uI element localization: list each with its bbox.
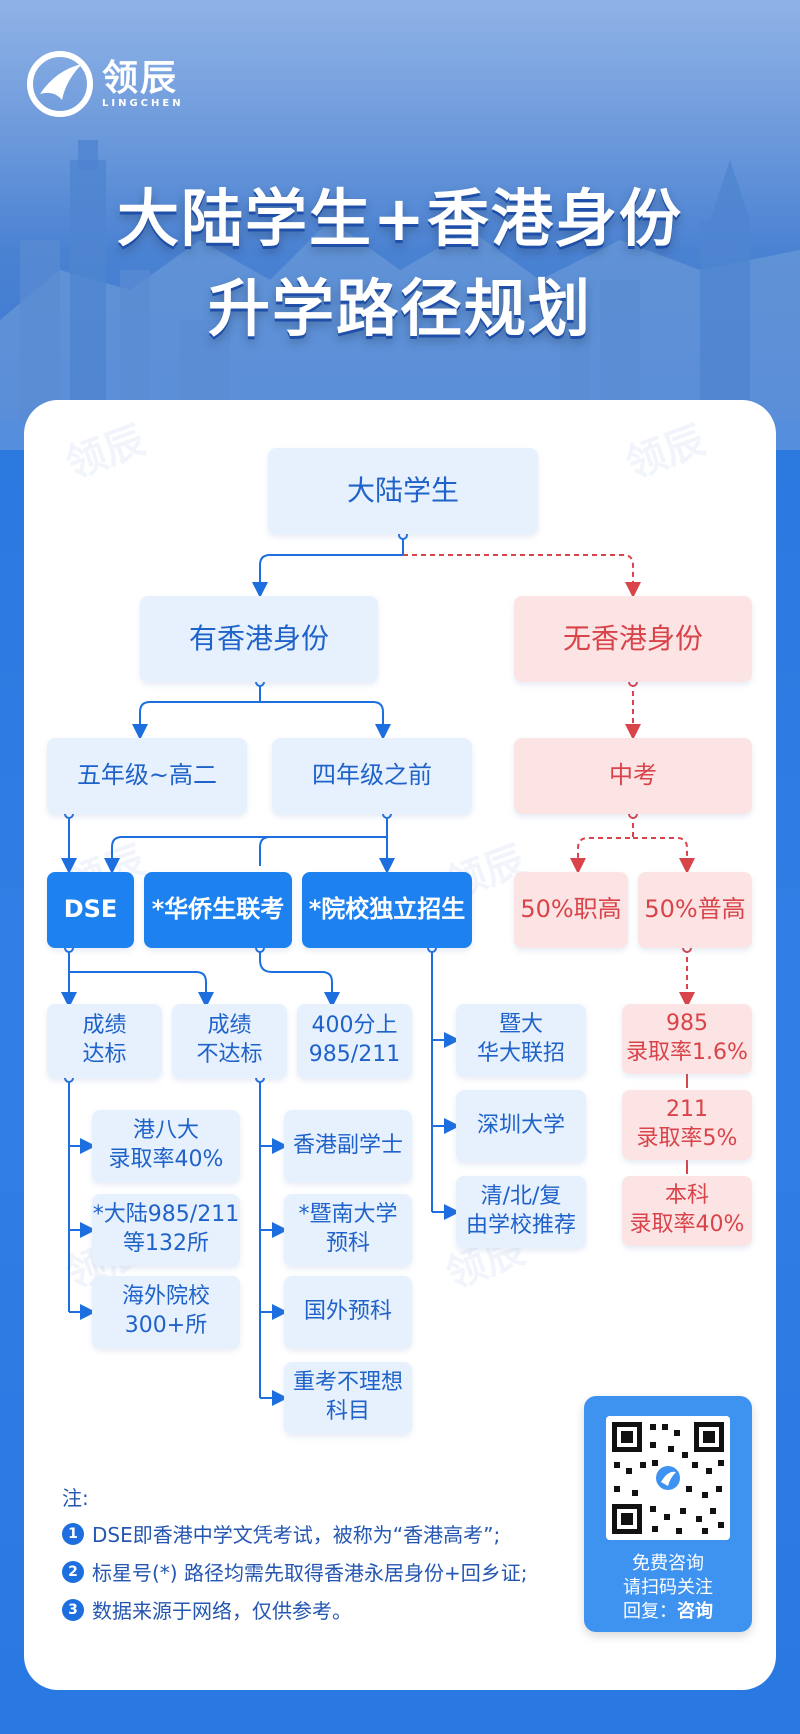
note-item: 3 数据来源于网络，仅供参考。 [62,1595,527,1624]
qr-line-3: 回复：咨询 [584,1600,752,1624]
qr-code-icon[interactable] [606,1416,730,1540]
qr-reply-keyword: 咨询 [677,1601,713,1622]
node-line: 华大联招 [476,1041,565,1066]
note-text: 标星号(*) 路径均需先取得香港永居身份+回乡证; [92,1561,528,1585]
node-jinan-huaqiao: 暨大 华大联招 [456,1004,586,1076]
qr-reply-prefix: 回复： [623,1601,677,1622]
node-line: 达标 [82,1042,127,1067]
node-line: *暨南大学 [298,1202,398,1228]
node-985-rate: 985 录取率1.6% [622,1004,752,1074]
node-line: 400分上 [311,1013,398,1039]
brand-name-en: LINGCHEN [102,97,184,109]
node-has-hk-identity: 有香港身份 [140,596,378,682]
node-line: 成绩 [82,1013,127,1039]
node-line: 985 [666,1011,708,1037]
note-number: 1 [62,1522,84,1545]
node-shenzhen-university: 深圳大学 [456,1090,586,1162]
brand-logo: 领辰 LINGCHEN [26,50,184,118]
note-number: 2 [62,1560,84,1583]
node-line: 由学校推荐 [465,1213,576,1238]
logo-icon [27,51,93,117]
node-hk-top8: 港八大 录取率40% [92,1110,240,1182]
qr-line-2: 请扫码关注 [623,1577,713,1598]
watermark: 领辰 [59,417,151,489]
node-line: 不达标 [196,1042,263,1067]
node-line: *大陆985/211 [92,1202,240,1228]
notes-section: 注: 1 DSE即香港中学文凭考试，被称为“香港高考”; 2 标星号(*) 路径… [62,1482,527,1633]
qr-line-1: 免费咨询 [632,1553,704,1574]
node-independent-admission: *院校独立招生 [302,872,472,948]
note-text: 数据来源于网络，仅供参考。 [92,1599,352,1623]
node-not-meet-standard: 成绩 不达标 [172,1004,287,1078]
brand-name-cn: 领辰 [102,57,179,99]
node-line: 录取率40% [629,1212,745,1237]
node-vocational: 50%职高 [514,872,628,948]
node-line: 清/北/复 [480,1184,562,1210]
node-line: 重考不理想 [292,1370,403,1396]
note-item: 1 DSE即香港中学文凭考试，被称为“香港高考”; [62,1519,527,1548]
node-line: 暨大 [498,1012,543,1038]
note-item: 2 标星号(*) 路径均需先取得香港永居身份+回乡证; [62,1557,527,1586]
node-line: 本科 [664,1183,709,1209]
node-score-400: 400分上 985/211 [297,1004,412,1078]
node-jinan-prep: *暨南大学 预科 [284,1194,412,1266]
city-skyline [0,140,800,450]
node-line: 录取率40% [108,1147,224,1172]
node-line: 录取率1.6% [626,1040,748,1065]
node-retake: 重考不理想 科目 [284,1362,412,1434]
node-mainland-student: 大陆学生 [268,448,538,534]
notes-heading: 注: [62,1486,89,1510]
node-meet-standard: 成绩 达标 [47,1004,162,1078]
node-mainland-985-211: *大陆985/211 等132所 [92,1194,240,1266]
node-grade5-to-12: 五年级~高二 [47,738,247,814]
qr-card[interactable]: 免费咨询 请扫码关注 回复：咨询 [584,1396,752,1632]
node-tsinghua-peking-fudan: 清/北/复 由学校推荐 [456,1176,586,1248]
node-line: 海外院校 [121,1284,210,1310]
node-line: 港八大 [132,1118,199,1144]
node-line: 录取率5% [636,1126,738,1151]
node-bachelor-rate: 本科 录取率40% [622,1176,752,1246]
node-zhongkao: 中考 [514,738,752,814]
node-dse: DSE [47,872,134,948]
node-line: 预科 [325,1231,370,1256]
note-number: 3 [62,1598,84,1621]
node-hk-associate-degree: 香港副学士 [284,1110,412,1182]
watermark: 领辰 [619,417,711,489]
node-line: 等132所 [123,1231,209,1256]
node-joint-exam: *华侨生联考 [144,872,292,948]
node-overseas-colleges: 海外院校 300+所 [92,1276,240,1348]
title-line-2: 升学路径规划 [207,272,592,345]
node-211-rate: 211 录取率5% [622,1090,752,1160]
node-line: 211 [666,1097,708,1123]
node-line: 300+所 [124,1313,208,1338]
node-foreign-prep: 国外预科 [284,1276,412,1348]
node-line: 成绩 [207,1013,252,1039]
node-general-highschool: 50%普高 [638,872,752,948]
node-before-grade4: 四年级之前 [272,738,472,814]
title-line-1: 大陆学生+香港身份 [117,182,683,255]
node-line: 985/211 [308,1042,401,1067]
node-line: 科目 [325,1399,370,1424]
node-no-hk-identity: 无香港身份 [514,596,752,682]
note-text: DSE即香港中学文凭考试，被称为“香港高考”; [92,1523,501,1547]
